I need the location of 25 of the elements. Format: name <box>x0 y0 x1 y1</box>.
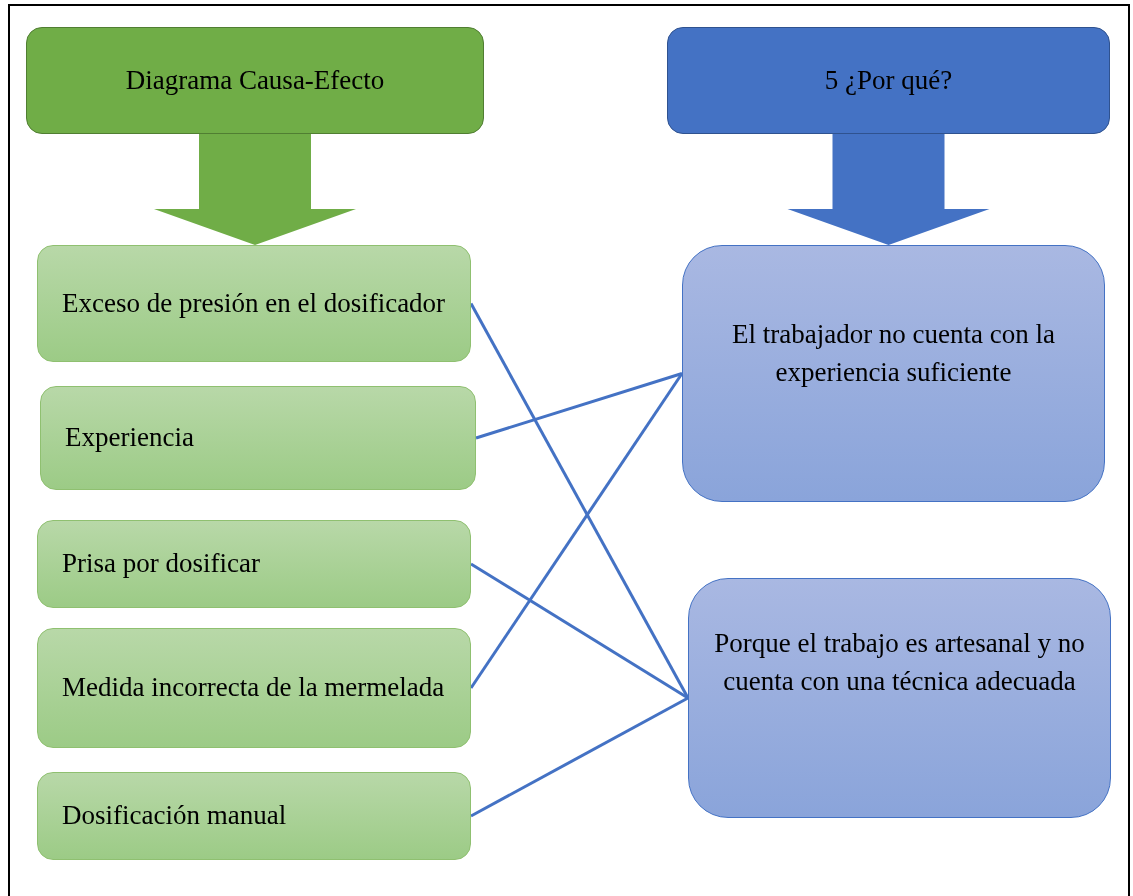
box-text: Dosificación manual <box>62 799 287 833</box>
box-text: Diagrama Causa-Efecto <box>125 63 385 97</box>
rounded-box <box>37 245 471 362</box>
header-box <box>667 27 1110 134</box>
rounded-box <box>688 578 1111 818</box>
connector-line <box>470 696 689 818</box>
rounded-box <box>37 628 471 748</box>
box-text: 5 ¿Por qué? <box>824 63 953 97</box>
connector-line <box>469 372 684 689</box>
box-text: Prisa por dosificar <box>62 547 260 581</box>
box-text: El trabajador no cuenta con la experiencia suficiente <box>730 318 1057 389</box>
rounded-box <box>682 245 1105 502</box>
block-arrow <box>787 134 990 245</box>
box-text: Experiencia <box>65 421 194 455</box>
block-arrow <box>154 134 356 245</box>
rounded-box <box>37 772 471 860</box>
connector-line <box>469 302 690 699</box>
box-text: Exceso de presión en el dosificador <box>62 286 446 320</box>
rounded-box <box>37 520 471 608</box>
box-text: Medida incorrecta de la mermelada <box>62 671 445 705</box>
connector-line <box>470 562 689 700</box>
header-box <box>26 27 484 134</box>
rounded-box <box>40 386 476 490</box>
box-text: Porque el trabajo es artesanal y no cuenta con una técnica adecuada <box>713 627 1086 698</box>
connector-line <box>475 372 683 440</box>
